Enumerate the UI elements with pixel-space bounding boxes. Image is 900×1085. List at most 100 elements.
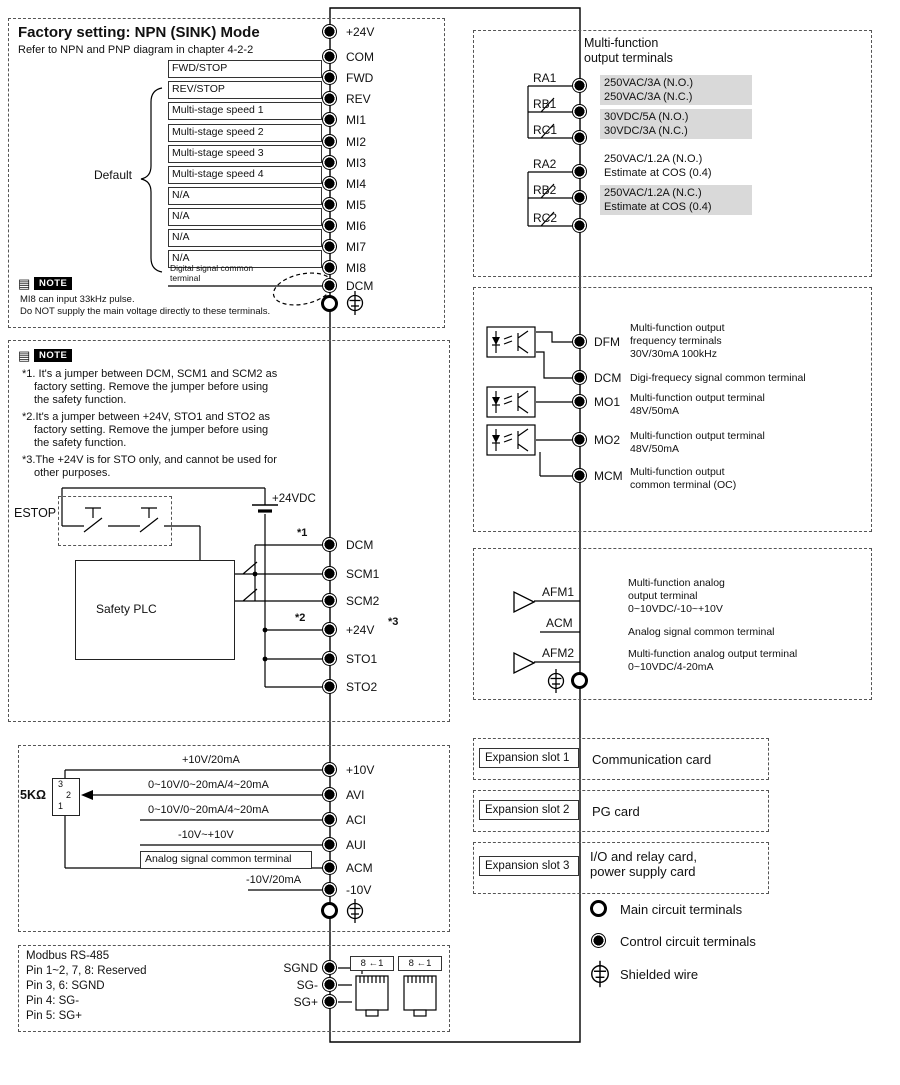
dcm-out-desc: Digi-frequecy signal common terminal: [630, 372, 806, 384]
relay-spec-3-line2: Estimate at COS (0.4): [604, 167, 712, 179]
terminal-aui: [322, 837, 337, 852]
terminal-sg-plus: [322, 994, 337, 1009]
terminal-24v-label: +24V: [346, 25, 375, 39]
legend-shield-icon: [589, 960, 611, 993]
rj45-jack-icon: [352, 974, 392, 1023]
amplifier-icon: [512, 651, 536, 680]
mo1-desc-1: Multi-function output terminal: [630, 392, 765, 404]
amplifier-icon: [512, 590, 536, 619]
slot1-card-label: Communication card: [592, 752, 712, 767]
terminal-aui-label: AUI: [346, 838, 367, 852]
terminal-mi2-label: MI2: [346, 135, 367, 149]
rj45-jack-icon: [400, 974, 440, 1023]
modbus-line-1: Modbus RS-485: [26, 950, 110, 962]
terminal-mi7-label: MI7: [346, 240, 367, 254]
main-bus-lines: [329, 7, 581, 1043]
rj45-pin-label: 8 ←1: [350, 956, 394, 971]
modbus-line-5: Pin 5: SG+: [26, 1010, 82, 1022]
annotation-1: *1: [297, 527, 308, 539]
expansion-slot2-label: Expansion slot 2: [479, 800, 579, 820]
terminal-sto2: [322, 679, 337, 694]
afm2-desc-2: 0~10VDC/4-20mA: [628, 661, 714, 673]
note-tag: NOTE: [34, 277, 73, 290]
terminal-rev: [322, 91, 337, 106]
digital-output-section-box: [473, 287, 872, 532]
relay-spec-2-line1: 30VDC/5A (N.O.): [604, 111, 689, 123]
annotation-2: *2: [295, 612, 306, 624]
shield-icon: [546, 669, 566, 698]
terminal-mi5: [322, 197, 337, 212]
slot2-card-label: PG card: [592, 804, 640, 819]
terminal-mi2: [322, 134, 337, 149]
terminal-mo2: [572, 432, 587, 447]
mo2-desc-2: 48V/50mA: [630, 443, 680, 455]
terminal-rc2: [572, 218, 587, 233]
mo1-desc-2: 48V/50mA: [630, 405, 680, 417]
default-label: Default: [93, 168, 132, 182]
relay-header-2: output terminals: [584, 51, 673, 65]
relay-spec-4: 250VAC/1.2A (N.C.) Estimate at COS (0.4): [600, 185, 752, 215]
afm1-desc-1: Multi-function analog: [628, 577, 725, 589]
expansion-slot3-label: Expansion slot 3: [479, 856, 579, 876]
mo2-desc-1: Multi-function output terminal: [630, 430, 765, 442]
estop-box: [58, 496, 172, 546]
relay-wires: [527, 85, 572, 227]
safety-plc-label: Safety PLC: [96, 602, 157, 616]
terminal-24v: [322, 24, 337, 39]
safety-note-line: factory setting. Remove the jumper befor…: [34, 381, 269, 393]
inputs-note-2: Do NOT supply the main voltage directly …: [20, 306, 271, 317]
safety-note-line: other purposes.: [34, 467, 111, 479]
estop-label: ESTOP: [14, 506, 57, 520]
dfm-desc-1: Multi-function output: [630, 322, 725, 334]
terminal-scm1-label: SCM1: [346, 567, 380, 581]
terminal-sto2-label: STO2: [346, 680, 378, 694]
relay-spec-1-line1: 250VAC/3A (N.O.): [604, 77, 694, 89]
terminal-mi1-label: MI1: [346, 113, 367, 127]
terminal-safety-24v-label: +24V: [346, 623, 375, 637]
row-label-10v: +10V/20mA: [182, 754, 240, 766]
terminal-dcm-out-label: DCM: [594, 371, 622, 385]
analog-input-section-box: [18, 745, 450, 932]
terminal-scm2-label: SCM2: [346, 594, 380, 608]
inputs-subtitle: Refer to NPN and PNP diagram in chapter …: [18, 44, 254, 56]
relay-header-1: Multi-function: [584, 36, 659, 50]
note-icon: ▤: [18, 276, 31, 291]
safety-wires: [61, 487, 322, 688]
input-row-rev: REV/STOP: [168, 81, 322, 99]
terminal-dcm-label: DCM: [346, 279, 374, 293]
terminal-mi3: [322, 155, 337, 170]
slot3-card-label-1: I/O and relay card,: [590, 849, 697, 864]
safety-plc-box: [75, 560, 235, 660]
input-box-wires: [140, 87, 334, 306]
modbus-section-box: [18, 945, 450, 1032]
safety-note-line: factory setting. Remove the jumper befor…: [34, 424, 269, 436]
input-row-mi1: Multi-stage speed 1: [168, 102, 322, 120]
terminal-ra2: [572, 164, 587, 179]
relay-spec-1: 250VAC/3A (N.O.) 250VAC/3A (N.C.): [600, 75, 752, 105]
terminal-acm-out-label: ACM: [546, 616, 573, 630]
pot-pin-3: 3: [58, 779, 64, 789]
afm2-desc-1: Multi-function analog output terminal: [628, 648, 798, 660]
input-row-mi2: Multi-stage speed 2: [168, 124, 322, 142]
potentiometer-label: 5KΩ: [20, 788, 47, 802]
input-row-dcm: Digital signal common terminal: [170, 263, 254, 283]
pot-pin-1: 1: [58, 801, 64, 811]
terminal-mcm: [572, 468, 587, 483]
mcm-desc-1: Multi-function output: [630, 466, 725, 478]
relay-spec-3: 250VAC/1.2A (N.O.) Estimate at COS (0.4): [600, 151, 752, 181]
legend-control-terminal-icon: [591, 933, 606, 948]
input-row-mi8: N/A: [168, 250, 322, 268]
terminal-aci: [322, 812, 337, 827]
safety-note-line: *3.The +24V is for STO only, and cannot …: [22, 454, 277, 466]
terminal-safety-dcm: [322, 537, 337, 552]
shield-icon: [345, 291, 365, 320]
terminal-mi4-label: MI4: [346, 177, 367, 191]
terminal-plus10v: [322, 762, 337, 777]
modbus-line-2: Pin 1~2, 7, 8: Reserved: [26, 965, 147, 977]
row-label-neg10v: -10V/20mA: [246, 874, 302, 886]
legend-control-terminal-label: Control circuit terminals: [620, 934, 756, 949]
main-terminal-ground-analog-in: [321, 902, 338, 919]
terminal-safety-dcm-label: DCM: [346, 538, 374, 552]
inputs-note-1: MI8 can input 33kHz pulse.: [20, 294, 135, 305]
terminal-mi3-label: MI3: [346, 156, 367, 170]
